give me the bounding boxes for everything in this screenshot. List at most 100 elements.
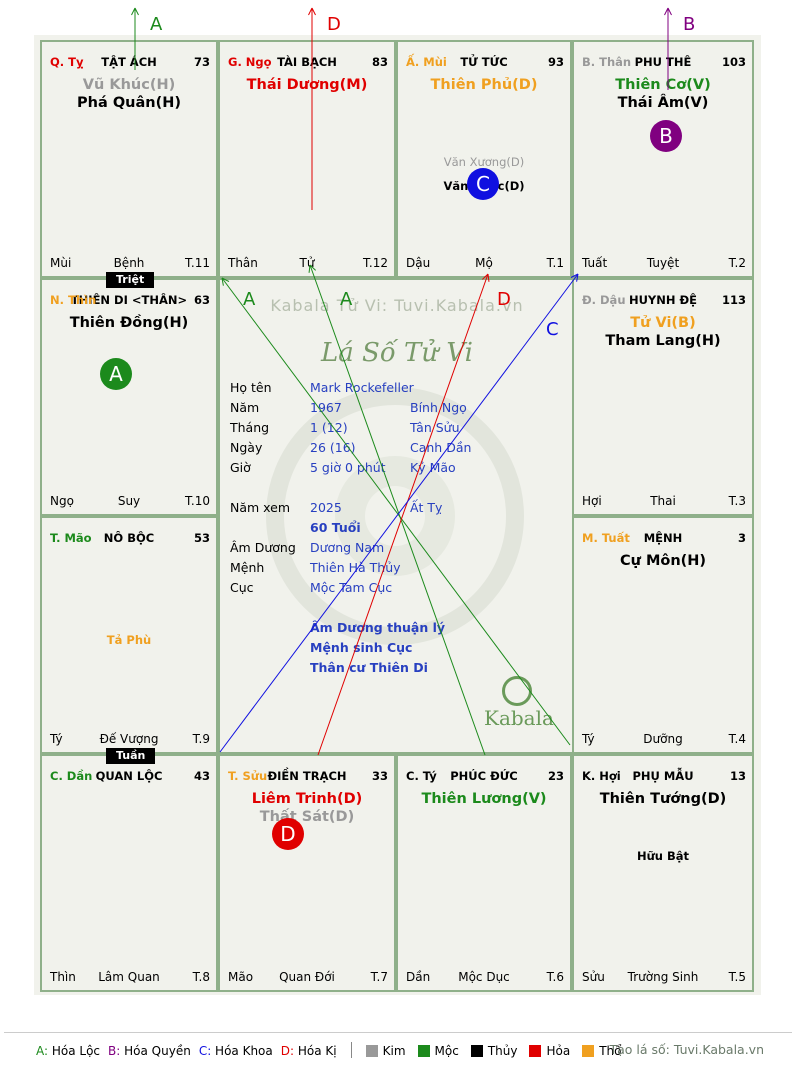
palace-stage: Mộc Dục — [458, 970, 510, 984]
main-star: Tham Lang(H) — [605, 333, 721, 349]
palace-branch: Mão — [228, 970, 254, 984]
info-value: Mộc Tam Cục — [310, 580, 393, 595]
main-star: Thái Dương(M) — [246, 77, 368, 93]
arrow-d-top-head — [308, 7, 316, 16]
legend-hoa-loc: A: Hóa Lộc — [36, 1044, 101, 1058]
main-star: Thái Âm(V) — [617, 95, 709, 111]
info-row: Âm Dương thuận lý — [230, 618, 570, 638]
line-c — [219, 273, 579, 753]
element-swatch — [529, 1045, 542, 1057]
main-star: Cự Môn(H) — [619, 553, 707, 569]
line-d-head — [482, 273, 490, 282]
palace-stars: Thiên Tướng(D) Hữu Bật — [574, 790, 752, 864]
main-star: Thiên Cơ(V) — [615, 77, 711, 93]
main-star: Tử Vi(B) — [630, 315, 696, 331]
palace-age: 113 — [721, 293, 746, 307]
top-arrow-label-d: D — [327, 14, 341, 35]
element-name: Kim — [382, 1044, 406, 1058]
palace-stage: Suy — [117, 494, 141, 508]
info-value-2: Tân Sửu — [410, 420, 460, 435]
palace-branch: Tý — [50, 732, 63, 746]
info-label: Âm Dương — [230, 540, 296, 555]
marker-c: C — [467, 168, 499, 200]
palace-month: T.12 — [363, 256, 388, 270]
kabala-brand: Kabala — [484, 706, 554, 730]
legend-site: Tạo lá số: Tuvi.Kabala.vn — [609, 1042, 764, 1057]
info-value: Thân cư Thiên Di — [310, 660, 428, 675]
info-value-2: Bính Ngọ — [410, 400, 467, 415]
palace-month: T.7 — [370, 970, 388, 984]
palace-month: T.4 — [728, 732, 746, 746]
info-row: Mệnh sinh Cục — [230, 638, 570, 658]
line-label-a-2: A — [340, 289, 353, 310]
palace-month: T.9 — [192, 732, 210, 746]
element-name: Mộc — [434, 1044, 459, 1058]
element-name: Hỏa — [546, 1044, 571, 1058]
palace-stars: Cự Môn(H) — [574, 552, 752, 570]
main-star: Phá Quân(H) — [77, 95, 181, 111]
info-value: 5 giờ 0 phút — [310, 460, 386, 475]
info-value: Mark Rockefeller — [310, 380, 414, 395]
palace-stem: T. Sửu — [228, 769, 268, 783]
footer-divider — [4, 1032, 792, 1033]
info-label: Năm — [230, 400, 260, 415]
arrow-a-top-head — [131, 7, 139, 16]
palace-name: NÔ BỘC — [103, 531, 155, 545]
palace-stage: Lâm Quan — [98, 970, 160, 984]
info-value: 26 (16) — [310, 440, 356, 455]
palace-stars: Vũ Khúc(H)Phá Quân(H) — [42, 76, 216, 112]
line-a-2 — [309, 264, 486, 756]
palace-stars: Tử Vi(B) Tham Lang(H) — [574, 314, 752, 350]
minor-star: Hữu Bật — [636, 849, 690, 863]
palace-branch: Ngọ — [50, 494, 74, 508]
palace-stage: Thai — [650, 494, 676, 508]
palace-name: TỬ TỨC — [460, 55, 508, 69]
info-value: 1967 — [310, 400, 342, 415]
marker-d: D — [272, 818, 304, 850]
info-label: Giờ — [230, 460, 251, 475]
info-value: Mệnh sinh Cục — [310, 640, 413, 655]
main-star: Thiên Tướng(D) — [599, 791, 727, 807]
info-label: Cục — [230, 580, 254, 595]
palace-stage: Trường Sinh — [627, 970, 699, 984]
palace-month: T.2 — [728, 256, 746, 270]
triet-tag: Triệt — [106, 272, 155, 288]
legend-element: Mộc — [417, 1044, 459, 1058]
line-a-2-head — [308, 264, 316, 273]
palace-stars: Tả Phù — [42, 552, 216, 648]
palace-branch: Tuất — [582, 256, 608, 270]
palace-name: HUYNH ĐỆ — [628, 293, 698, 307]
element-swatch — [470, 1045, 483, 1057]
palace-age: 53 — [193, 531, 210, 545]
info-row: Thân cư Thiên Di — [230, 658, 570, 678]
palace-branch: Sửu — [582, 970, 605, 984]
legend-divider — [350, 1042, 352, 1058]
info-value: 60 Tuổi — [310, 520, 361, 535]
palace-name: THIÊN DI <THÂN> — [70, 293, 188, 307]
info-value: 2025 — [310, 500, 342, 515]
palace-stage: Tuyệt — [646, 256, 680, 270]
palace-name: ĐIỀN TRẠCH — [267, 769, 347, 783]
palace-stem: M. Tuất — [582, 531, 630, 545]
palace-stars: Thiên Đồng(H) — [42, 314, 216, 332]
palace-branch: Thìn — [50, 970, 76, 984]
legend-element: Thổ — [582, 1044, 621, 1058]
palace-month: T.8 — [192, 970, 210, 984]
line-label-a-1: A — [243, 289, 256, 310]
